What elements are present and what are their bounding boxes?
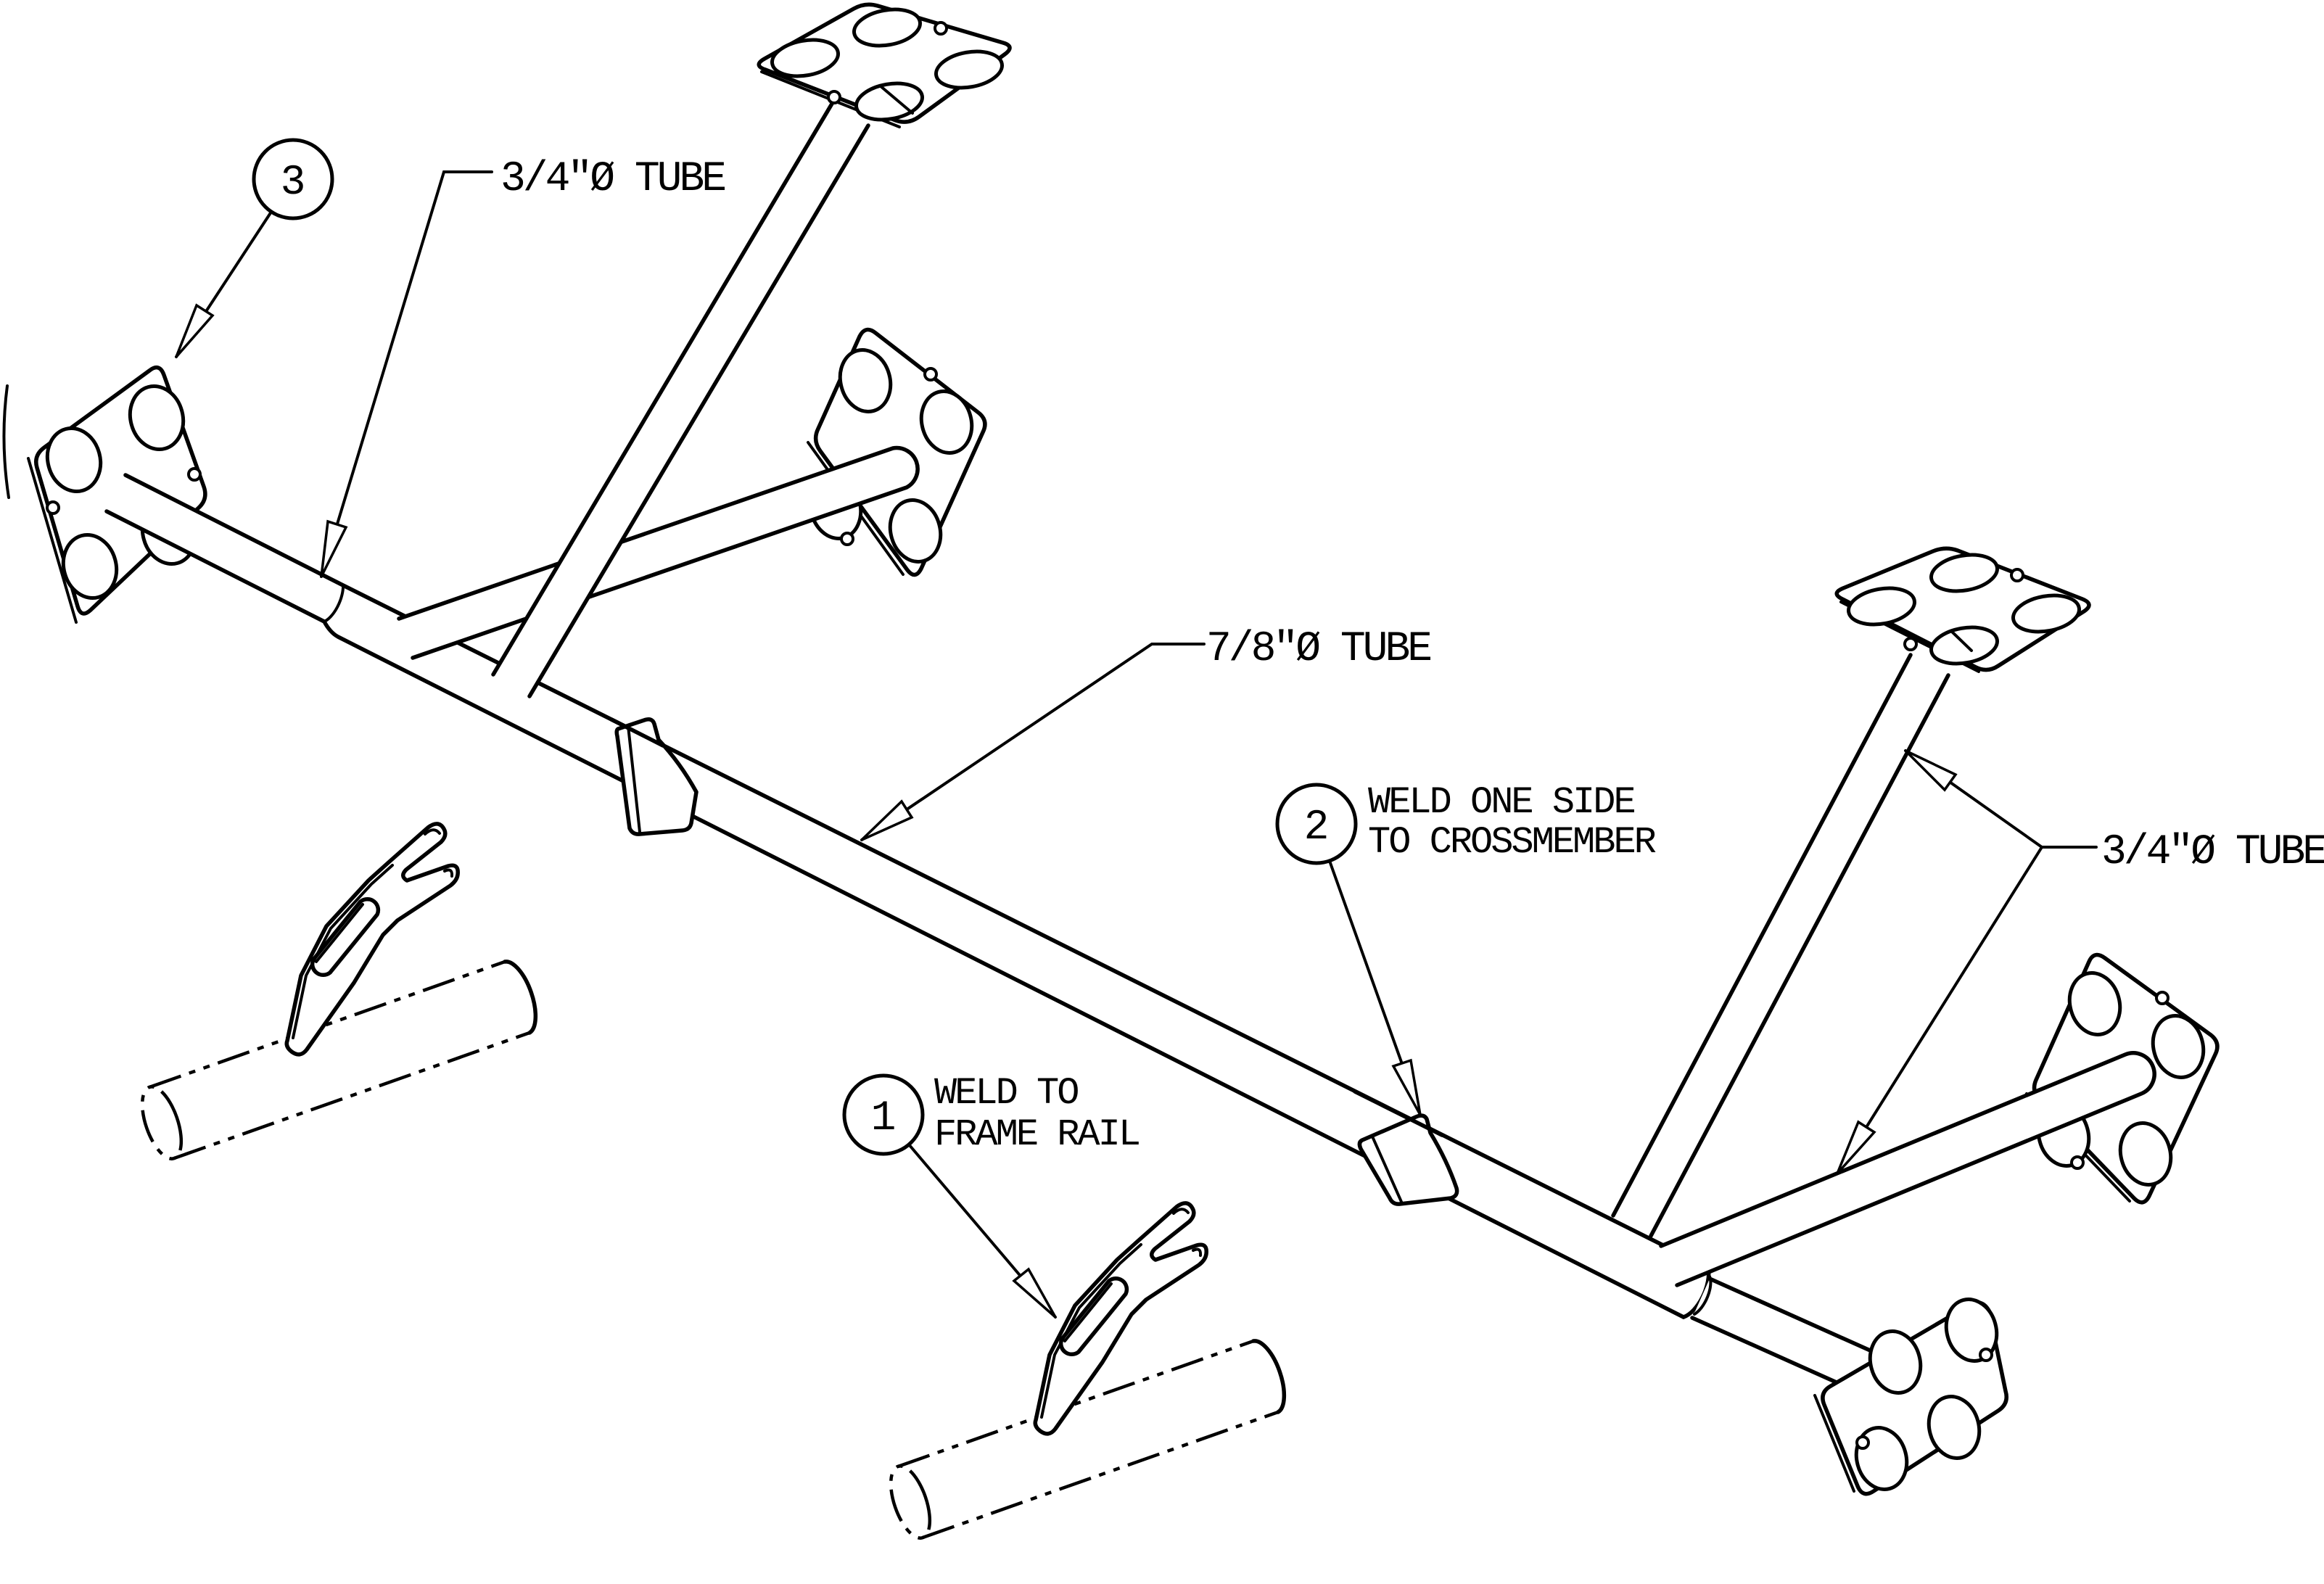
tab-thickness-edge [627, 725, 641, 833]
frame-rail-bracket-left [134, 824, 535, 1163]
balloon-callout-3: 3 [252, 138, 334, 220]
top-plate-right [1834, 546, 2091, 673]
top-plate-left [757, 2, 1012, 128]
balloon-1-number: 1 [871, 1095, 897, 1142]
label-tube78: 7/8"Ø TUBE [1206, 626, 1430, 673]
plate-thickness-edge [1813, 1394, 1855, 1493]
tube-to-mid-plate-right [1659, 1051, 2156, 1287]
note-weld-frame-rail-line1: WELD TO [934, 1072, 1078, 1115]
leader-tube34-top [320, 170, 493, 578]
weld-tab-left [609, 717, 699, 836]
note-weld-crossmember-line1: WELD ONE SIDE [1368, 781, 1634, 824]
note-weld-crossmember-line2: TO CROSSMEMBER [1368, 821, 1656, 864]
end-mouth-inner-edge [1693, 1275, 1713, 1316]
tab-thickness-edge [1371, 1135, 1403, 1203]
leader-arrowheads [175, 303, 1958, 1319]
balloon-callout-2: 2 [1275, 783, 1358, 865]
frame-rail-bracket-center [883, 1203, 1284, 1543]
balloon-3-number: 3 [281, 160, 306, 207]
crossmember-tube-78 [104, 473, 1711, 1319]
balloon-callout-1: 1 [842, 1073, 925, 1156]
plate-thickness-edge [27, 457, 78, 624]
label-tube34-top: 3/4"Ø TUBE [500, 156, 725, 203]
sleeve-step-edge [323, 584, 345, 623]
border-part-edge [2, 384, 10, 499]
weld-tab-right [1353, 1089, 1459, 1206]
tube-seen-through-hole [1950, 630, 1973, 652]
tube-to-top-plate-left [491, 102, 870, 698]
tube-to-mid-plate-left [397, 445, 920, 660]
leader-tube34-right-lower [1836, 846, 2043, 1175]
tube-seen-through-hole [878, 84, 914, 115]
label-tube34-right: 3/4"Ø TUBE [2101, 829, 2324, 876]
balloon-2-number: 2 [1304, 804, 1330, 851]
note-weld-frame-rail-line2: FRAME RAIL [934, 1113, 1139, 1156]
leader-tube78 [860, 643, 1206, 841]
end-plate-right [1813, 1298, 2008, 1496]
tube-to-top-plate-right [1611, 653, 1950, 1238]
